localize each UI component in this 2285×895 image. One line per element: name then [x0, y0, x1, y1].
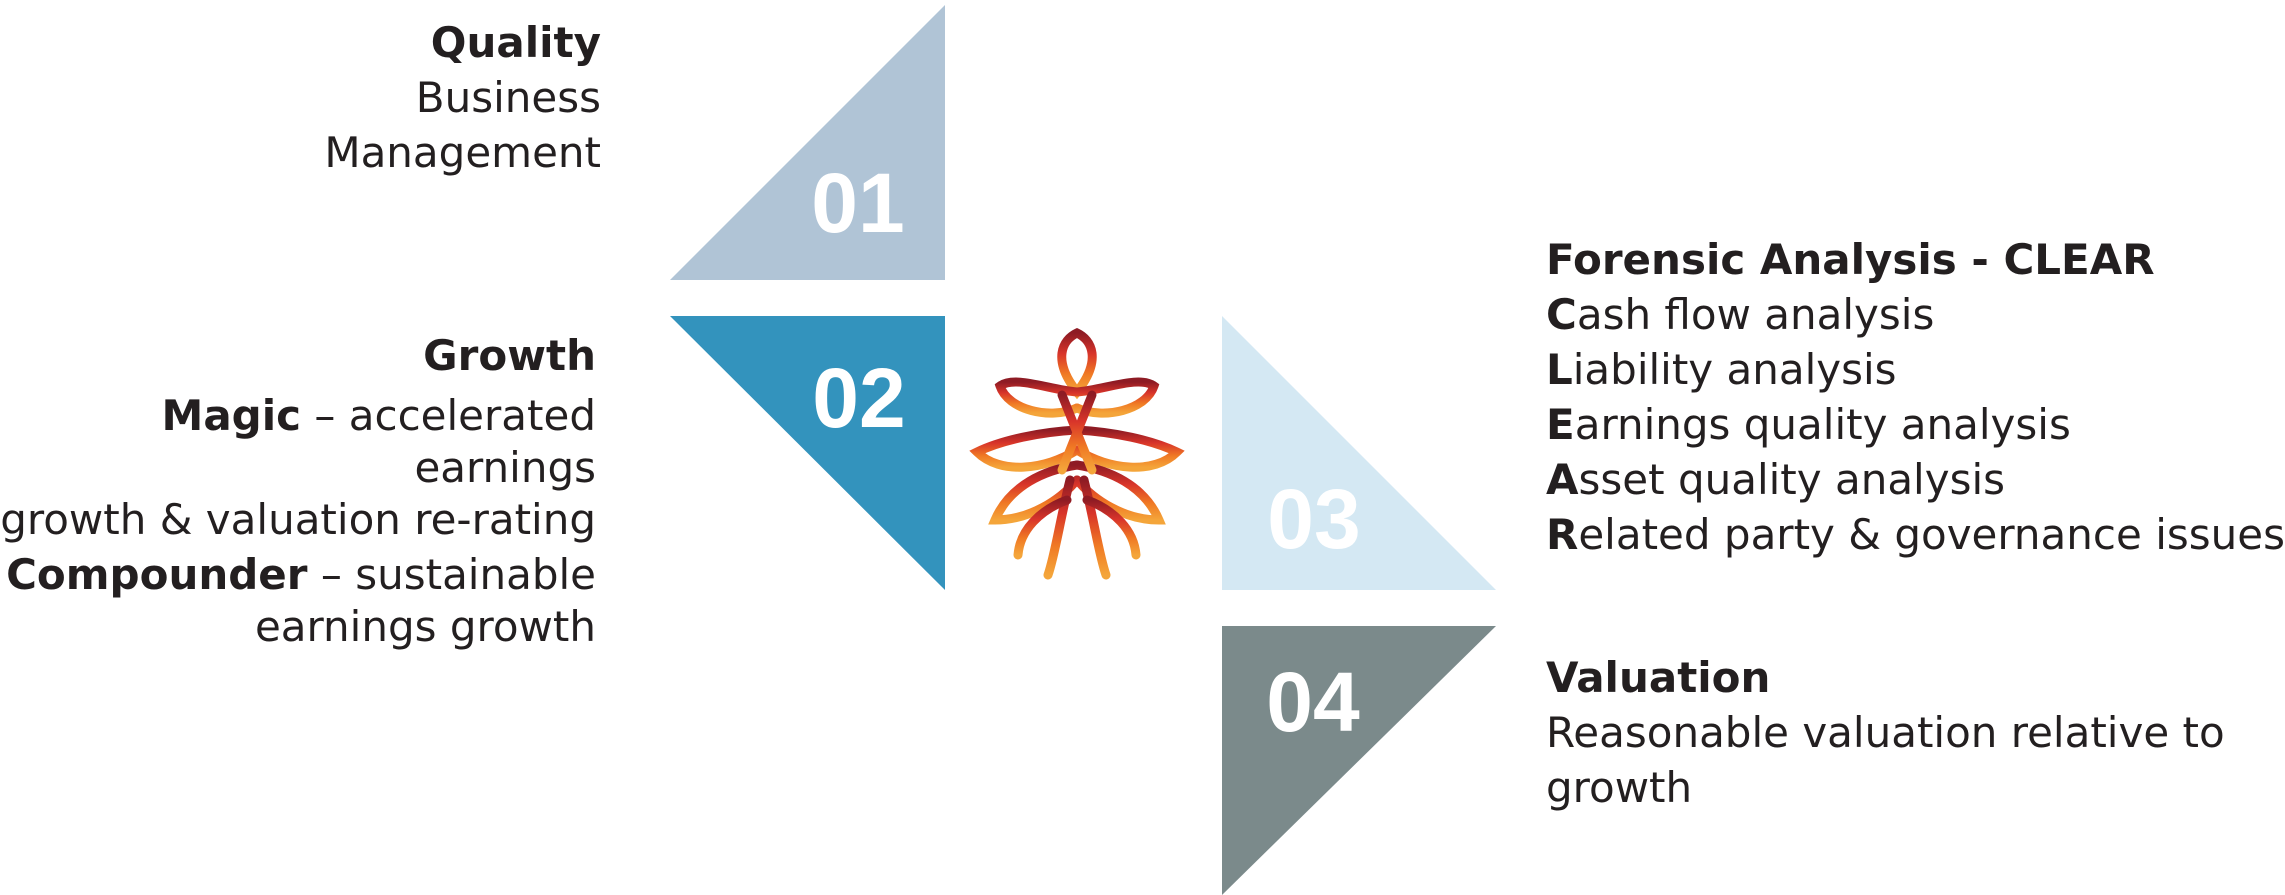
- tree-knot-icon: [969, 328, 1185, 580]
- compounder-desc-2: earnings growth: [254, 602, 596, 651]
- valuation-line-2: growth: [1546, 763, 1693, 812]
- quadrant-03-triangle: [1222, 316, 1496, 590]
- compounder-term: Compounder: [6, 550, 308, 599]
- forensic-block: Forensic Analysis - CLEAR Cash flow anal…: [1546, 232, 2285, 562]
- valuation-block: Valuation Reasonable valuation relative …: [1546, 650, 2225, 815]
- quality-title: Quality: [430, 18, 601, 67]
- clear-item-c: Cash flow analysis: [1546, 290, 1935, 339]
- growth-title: Growth: [423, 331, 596, 380]
- quadrant-01-number: 01: [811, 156, 904, 250]
- clear-item-l: Liability analysis: [1546, 345, 1897, 394]
- quality-block: Quality Business Management: [324, 15, 601, 180]
- compounder-desc-1: – sustainable: [307, 550, 596, 599]
- quality-line-2: Management: [324, 128, 601, 177]
- growth-block: Growth: [423, 328, 596, 383]
- valuation-title: Valuation: [1546, 653, 1771, 702]
- magic-desc-2: growth & valuation re-rating: [0, 495, 596, 544]
- clear-item-a: Asset quality analysis: [1546, 455, 2006, 504]
- quadrant-01-triangle: [670, 5, 945, 280]
- growth-compounder: Compounder – sustainable earnings growth: [6, 549, 596, 653]
- quality-line-1: Business: [415, 73, 601, 122]
- quadrant-02-number: 02: [812, 351, 905, 445]
- forensic-title: Forensic Analysis - CLEAR: [1546, 235, 2155, 284]
- quadrant-03-number: 03: [1267, 472, 1360, 566]
- magic-term: Magic: [161, 391, 302, 440]
- quadrant-02-triangle: [670, 316, 945, 590]
- quadrant-04-number: 04: [1266, 655, 1360, 749]
- valuation-line-1: Reasonable valuation relative to: [1546, 708, 2225, 757]
- clear-item-r: Related party & governance issues: [1546, 510, 2285, 559]
- growth-magic: Magic – accelerated earnings growth & va…: [0, 390, 596, 546]
- clear-item-e: Earnings quality analysis: [1546, 400, 2071, 449]
- quadrant-04-triangle: [1222, 626, 1496, 895]
- magic-desc-1: – accelerated earnings: [301, 391, 596, 492]
